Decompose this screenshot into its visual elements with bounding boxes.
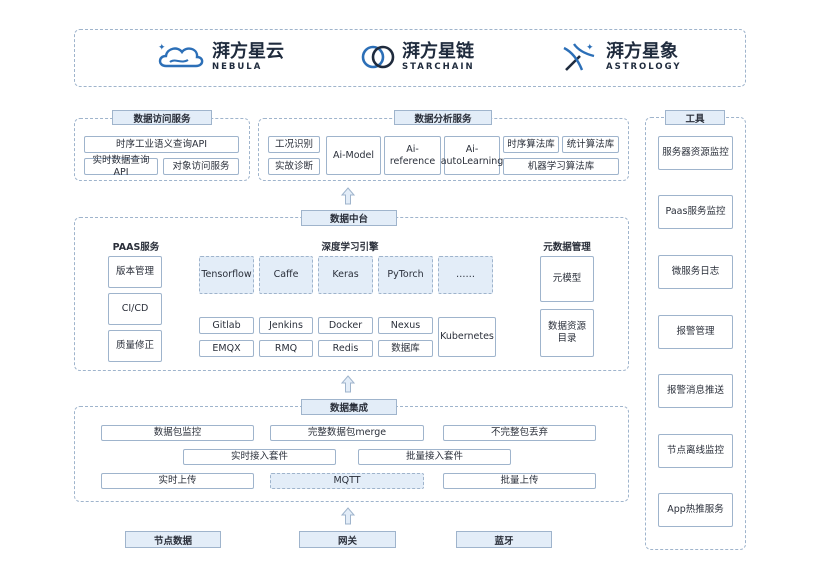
arrow-up-icon [341,187,355,205]
cloud-icon: ✦ [158,43,204,68]
brand-starchain-en: STARCHAIN [402,61,475,72]
engine-item: …… [438,256,493,294]
data-access-item: 时序工业语义查询API [84,136,239,153]
tool-stack-item: Gitlab [199,317,254,334]
svg-text:✦: ✦ [158,43,166,53]
data-analysis-item: 工况识别 [268,136,320,153]
deep-learning-title: 深度学习引擎 [321,242,379,253]
data-access-title: 数据访问服务 [112,110,212,125]
paas-item: CI/CD [108,293,162,325]
tools-title: 工具 [665,110,725,125]
data-analysis-item: 统计算法库 [562,136,619,153]
brand-starchain-zh: 湃方星链 [402,41,474,62]
brand-nebula: ✦ 湃方星云 NEBULA [156,40,284,74]
tool-item: 微服务日志 [658,255,733,289]
tool-item: App热推服务 [658,493,733,527]
source-item: 节点数据 [125,531,221,548]
integration-item: 实时上传 [101,473,254,489]
data-analysis-item: Ai-reference [384,136,441,175]
integration-item: 完整数据包merge [270,425,424,441]
integration-item: MQTT [270,473,424,489]
tool-item: 节点离线监控 [658,434,733,468]
data-analysis-title: 数据分析服务 [394,110,492,125]
data-analysis-item: Ai-Model [326,136,381,175]
tool-item: Paas服务监控 [658,195,733,229]
svg-text:✦: ✦ [586,43,594,53]
tool-stack-item: Kubernetes [438,317,496,357]
brand-astrology-en: ASTROLOGY [606,61,682,72]
data-platform-title: 数据中台 [301,210,397,226]
data-access-item: 对象访问服务 [163,158,239,175]
paas-item: 版本管理 [108,256,162,288]
brand-bar [74,29,746,87]
engine-item: Tensorflow [199,256,254,294]
brand-astrology-zh: 湃方星象 [606,41,678,62]
data-access-item: 实时数据查询API [84,155,158,178]
integration-item: 批量上传 [443,473,596,489]
tool-item: 服务器资源监控 [658,136,733,170]
tool-stack-item: Redis [318,340,373,357]
tool-stack-item: 数据库 [378,340,433,357]
brand-starchain: 湃方星链 STARCHAIN [360,40,475,74]
brand-nebula-zh: 湃方星云 [212,41,284,62]
data-integration-title: 数据集成 [301,399,397,415]
data-analysis-item: 机器学习算法库 [503,158,619,175]
metadata-item: 数据资源目录 [540,309,594,357]
tool-item: 报警消息推送 [658,374,733,408]
source-item: 蓝牙 [456,531,552,548]
brand-astrology: ✦ 湃方星象 ASTROLOGY [560,40,682,74]
source-item: 网关 [299,531,396,548]
arrow-up-icon [341,507,355,525]
metadata-title: 元数据管理 [543,242,591,253]
data-analysis-item: 实故诊断 [268,158,320,175]
paas-item: 质量修正 [108,330,162,362]
engine-item: Caffe [259,256,313,294]
arrow-up-icon [341,375,355,393]
data-analysis-item: Ai-autoLearning [441,136,503,175]
integration-item: 不完整包丢弃 [443,425,596,441]
tool-stack-item: Nexus [378,317,433,334]
integration-item: 实时接入套件 [183,449,336,465]
tool-stack-item: Docker [318,317,373,334]
tool-item: 报警管理 [658,315,733,349]
tool-stack-item: Jenkins [259,317,313,334]
tool-stack-item: RMQ [259,340,313,357]
integration-item: 批量接入套件 [358,449,511,465]
engine-item: Keras [318,256,373,294]
tool-stack-item: EMQX [199,340,254,357]
paas-title: PAAS服务 [112,242,160,253]
rings-icon [361,45,395,69]
satellite-icon: ✦ [563,43,595,71]
data-analysis-item: 时序算法库 [503,136,559,153]
integration-item: 数据包监控 [101,425,254,441]
engine-item: PyTorch [378,256,433,294]
brand-nebula-en: NEBULA [212,61,263,72]
metadata-item: 元模型 [540,256,594,302]
